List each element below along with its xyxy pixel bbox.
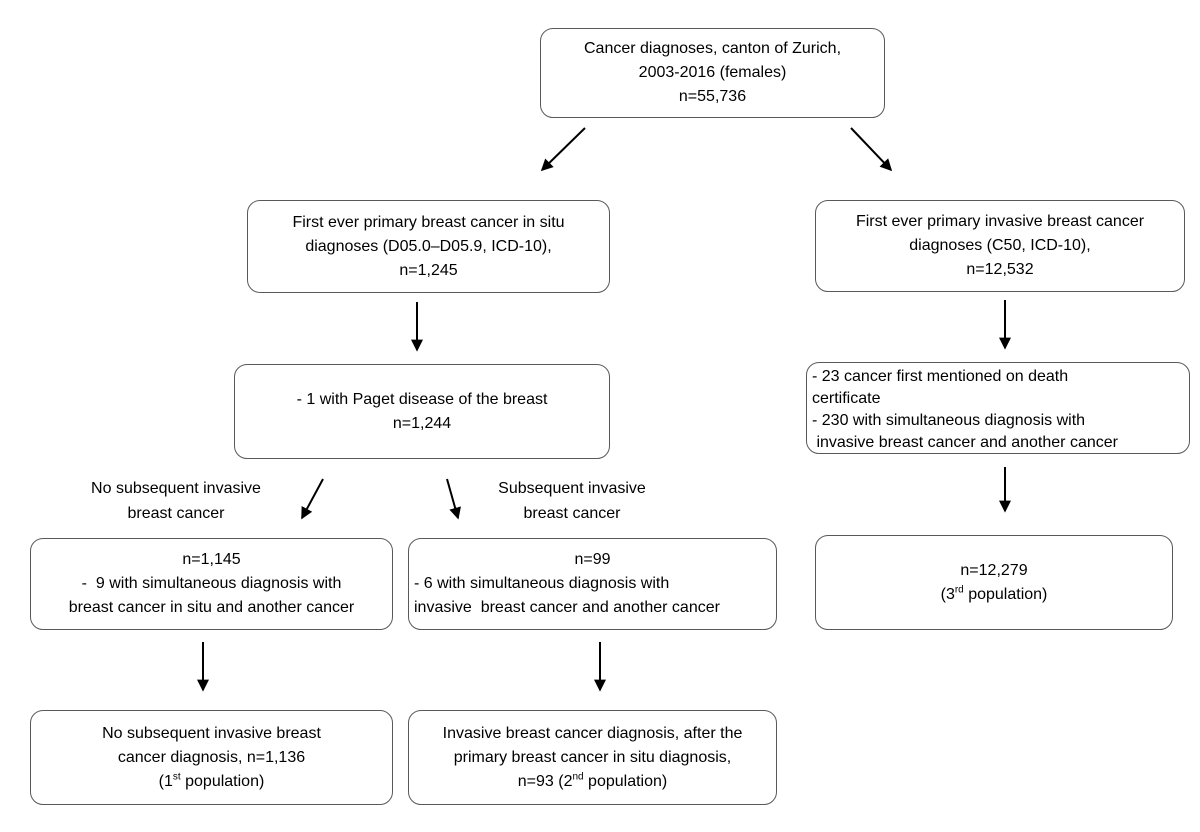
box-invasive-exclusions: - 23 cancer first mentioned on death cert…: [806, 362, 1190, 454]
text-segment: diagnoses (D05.0–D05.9, ICD-10),: [305, 237, 552, 255]
text-line: invasive breast cancer and another cance…: [812, 432, 1184, 454]
text-segment: population): [583, 772, 668, 790]
text-line: Invasive breast cancer diagnosis, after …: [413, 722, 772, 746]
text-line: n=99: [414, 548, 771, 572]
text-segment: - 230 with simultaneous diagnosis with: [812, 412, 1086, 429]
text-segment: Subsequent invasive: [498, 480, 646, 497]
ordinal-superscript: rd: [954, 584, 964, 596]
arrow-total-to-insitu: [540, 127, 586, 172]
text-segment: breast cancer: [127, 505, 225, 522]
text-segment: 2003-2016 (females): [638, 64, 787, 81]
text-line: Subsequent invasive: [467, 476, 677, 501]
text-segment: breast cancer: [523, 505, 621, 522]
text-line: breast cancer in situ and another cancer: [35, 596, 388, 620]
text-segment: Cancer diagnoses, canton of Zurich,: [583, 40, 842, 57]
text-line: Cancer diagnoses, canton of Zurich,: [545, 37, 880, 61]
text-segment: n=12,532: [966, 261, 1034, 278]
text-line: (1st population): [35, 770, 388, 794]
text-segment: cancer diagnosis, n=1,136: [117, 748, 306, 766]
text-line: n=55,736: [545, 85, 880, 109]
text-segment: - 9 with simultaneous diagnosis with: [81, 575, 342, 592]
text-line: No subsequent invasive breast: [35, 722, 388, 746]
text-line: primary breast cancer in situ diagnosis,: [413, 746, 772, 770]
text-line: - 23 cancer first mentioned on death: [812, 366, 1184, 388]
text-segment: - 6 with simultaneous diagnosis with: [414, 575, 670, 592]
text-line: certificate: [812, 388, 1184, 410]
box-first-population: No subsequent invasive breast cancer diag…: [30, 710, 393, 805]
box-no-subsequent-n1145: n=1,145 - 9 with simultaneous diagnosis w…: [30, 538, 393, 630]
text-segment: diagnoses (C50, ICD-10),: [909, 237, 1091, 254]
box-invasive-diagnoses: First ever primary invasive breast cance…: [815, 200, 1185, 292]
text-line: - 6 with simultaneous diagnosis with: [414, 572, 771, 596]
text-segment: primary breast cancer in situ diagnosis,: [453, 748, 732, 766]
text-segment: First ever primary invasive breast cance…: [855, 213, 1145, 230]
box-third-population: n=12,279 (3rd population): [815, 535, 1173, 630]
box-cancer-diagnoses-total: Cancer diagnoses, canton of Zurich, 2003-…: [540, 28, 885, 118]
text-line: n=12,532: [820, 258, 1180, 282]
text-segment: certificate: [812, 390, 881, 407]
text-line: diagnoses (C50, ICD-10),: [820, 234, 1180, 258]
label-no-subsequent: No subsequent invasive breast cancer: [68, 476, 284, 526]
text-line: diagnoses (D05.0–D05.9, ICD-10),: [252, 235, 605, 259]
arrow-paget-to-n99: [446, 478, 461, 520]
text-segment: No subsequent invasive breast: [102, 724, 321, 742]
text-segment: invasive breast cancer and another cance…: [414, 599, 720, 616]
text-line: No subsequent invasive: [68, 476, 284, 501]
text-line: n=12,279: [820, 559, 1168, 583]
text-segment: No subsequent invasive: [91, 480, 261, 497]
box-second-population: Invasive breast cancer diagnosis, after …: [408, 710, 777, 805]
text-segment: n=1,245: [399, 261, 458, 279]
box-insitu-diagnoses: First ever primary breast cancer in situ…: [247, 200, 610, 293]
text-segment: - 23 cancer first mentioned on death: [812, 368, 1069, 385]
text-line: n=1,145: [35, 548, 388, 572]
text-segment: invasive breast cancer and another cance…: [812, 434, 1118, 451]
ordinal-superscript: st: [172, 771, 181, 783]
text-line: - 1 with Paget disease of the breast: [239, 388, 605, 412]
text-line: - 9 with simultaneous diagnosis with: [35, 572, 388, 596]
text-segment: n=1,145: [182, 551, 241, 568]
text-segment: breast cancer in situ and another cancer: [68, 599, 355, 616]
box-paget-exclusion: - 1 with Paget disease of the breast n=1,…: [234, 364, 610, 459]
text-segment: population): [963, 585, 1048, 603]
text-line: breast cancer: [68, 501, 284, 526]
text-line: - 230 with simultaneous diagnosis with: [812, 410, 1184, 432]
arrow-paget-to-n1145: [301, 478, 324, 520]
text-line: First ever primary breast cancer in situ: [252, 211, 605, 235]
text-segment: n=93 (2: [517, 772, 573, 790]
text-line: First ever primary invasive breast cance…: [820, 210, 1180, 234]
text-segment: n=99: [574, 551, 611, 568]
text-segment: population): [180, 772, 265, 790]
text-line: cancer diagnosis, n=1,136: [35, 746, 388, 770]
text-segment: - 1 with Paget disease of the breast: [296, 390, 548, 408]
text-segment: n=55,736: [678, 88, 747, 105]
label-subsequent: Subsequent invasive breast cancer: [467, 476, 677, 526]
text-segment: n=12,279: [960, 561, 1028, 579]
box-subsequent-n99: n=99 - 6 with simultaneous diagnosis with…: [408, 538, 777, 630]
text-segment: (3: [940, 585, 955, 603]
text-line: n=1,244: [239, 412, 605, 436]
text-line: n=93 (2nd population): [413, 770, 772, 794]
text-line: n=1,245: [252, 259, 605, 283]
text-line: invasive breast cancer and another cance…: [414, 596, 771, 620]
text-segment: Invasive breast cancer diagnosis, after …: [442, 724, 743, 742]
text-segment: (1: [158, 772, 173, 790]
text-line: breast cancer: [467, 501, 677, 526]
text-segment: n=1,244: [392, 414, 452, 432]
arrow-total-to-invasive: [850, 127, 893, 172]
text-line: (3rd population): [820, 583, 1168, 607]
ordinal-superscript: nd: [572, 771, 584, 783]
text-segment: First ever primary breast cancer in situ: [292, 213, 565, 231]
text-line: 2003-2016 (females): [545, 61, 880, 85]
